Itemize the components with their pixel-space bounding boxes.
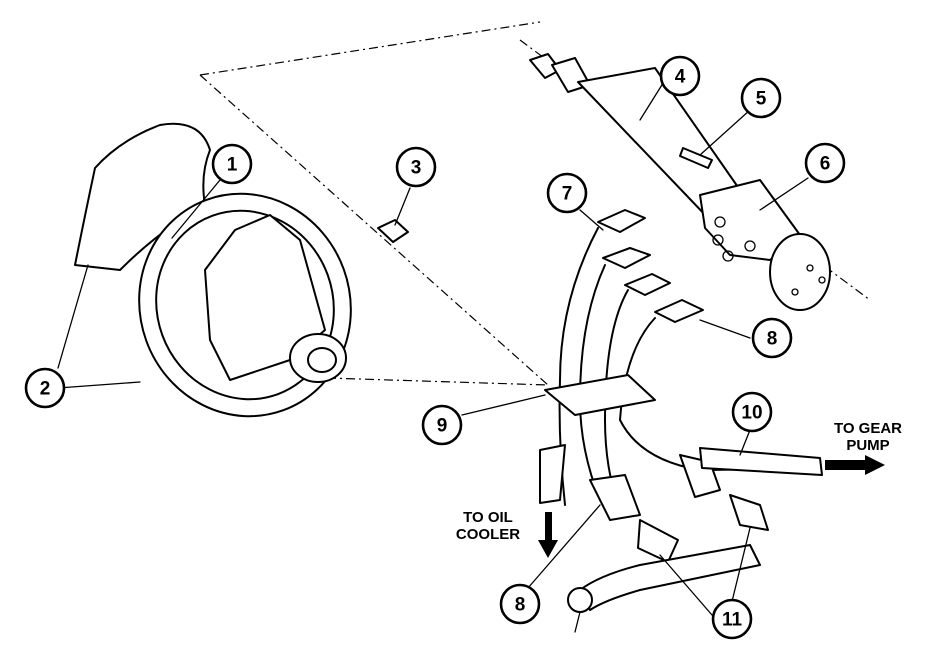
- svg-text:4: 4: [675, 67, 686, 88]
- callout-8-lower: 8: [499, 583, 541, 625]
- leader-lines: [57, 79, 809, 631]
- callout-2: 2: [24, 367, 66, 409]
- svg-text:TO GEAR: TO GEAR: [834, 420, 902, 437]
- callout-4: 4: [659, 55, 701, 97]
- grommet-plate: [544, 374, 656, 416]
- svg-text:11: 11: [722, 610, 743, 631]
- svg-text:9: 9: [437, 416, 448, 437]
- hoses: [539, 209, 823, 563]
- callout-3: 3: [395, 146, 437, 188]
- callout-11: 11: [711, 598, 753, 640]
- nut: [377, 219, 409, 243]
- flow-arrows: [538, 455, 885, 558]
- steering-column: [529, 53, 831, 311]
- to-gear-pump-arrow: [825, 455, 885, 475]
- callout-7: 7: [546, 172, 588, 214]
- oil-cooler-label: TO OIL COOLER: [456, 509, 520, 543]
- svg-text:1: 1: [227, 155, 238, 176]
- svg-text:10: 10: [741, 403, 762, 424]
- svg-text:6: 6: [820, 154, 831, 175]
- cylinder-assembly: [567, 544, 761, 633]
- callout-10: 10: [731, 391, 773, 433]
- svg-text:7: 7: [562, 184, 573, 205]
- svg-text:COOLER: COOLER: [456, 526, 520, 543]
- gear-pump-label: TO GEAR PUMP: [834, 420, 902, 454]
- callout-9: 9: [421, 404, 463, 446]
- callout-8-upper: 8: [751, 317, 793, 359]
- svg-text:8: 8: [515, 595, 526, 616]
- svg-text:3: 3: [411, 158, 422, 179]
- callout-1: 1: [211, 143, 253, 185]
- svg-text:8: 8: [767, 329, 778, 350]
- callout-5: 5: [740, 77, 782, 119]
- svg-text:PUMP: PUMP: [846, 437, 889, 454]
- steering-wheel: [138, 192, 352, 418]
- svg-text:TO OIL: TO OIL: [463, 509, 513, 526]
- to-oil-cooler-arrow: [538, 512, 558, 558]
- callout-6: 6: [804, 142, 846, 184]
- svg-text:5: 5: [756, 89, 767, 110]
- svg-text:2: 2: [40, 379, 51, 400]
